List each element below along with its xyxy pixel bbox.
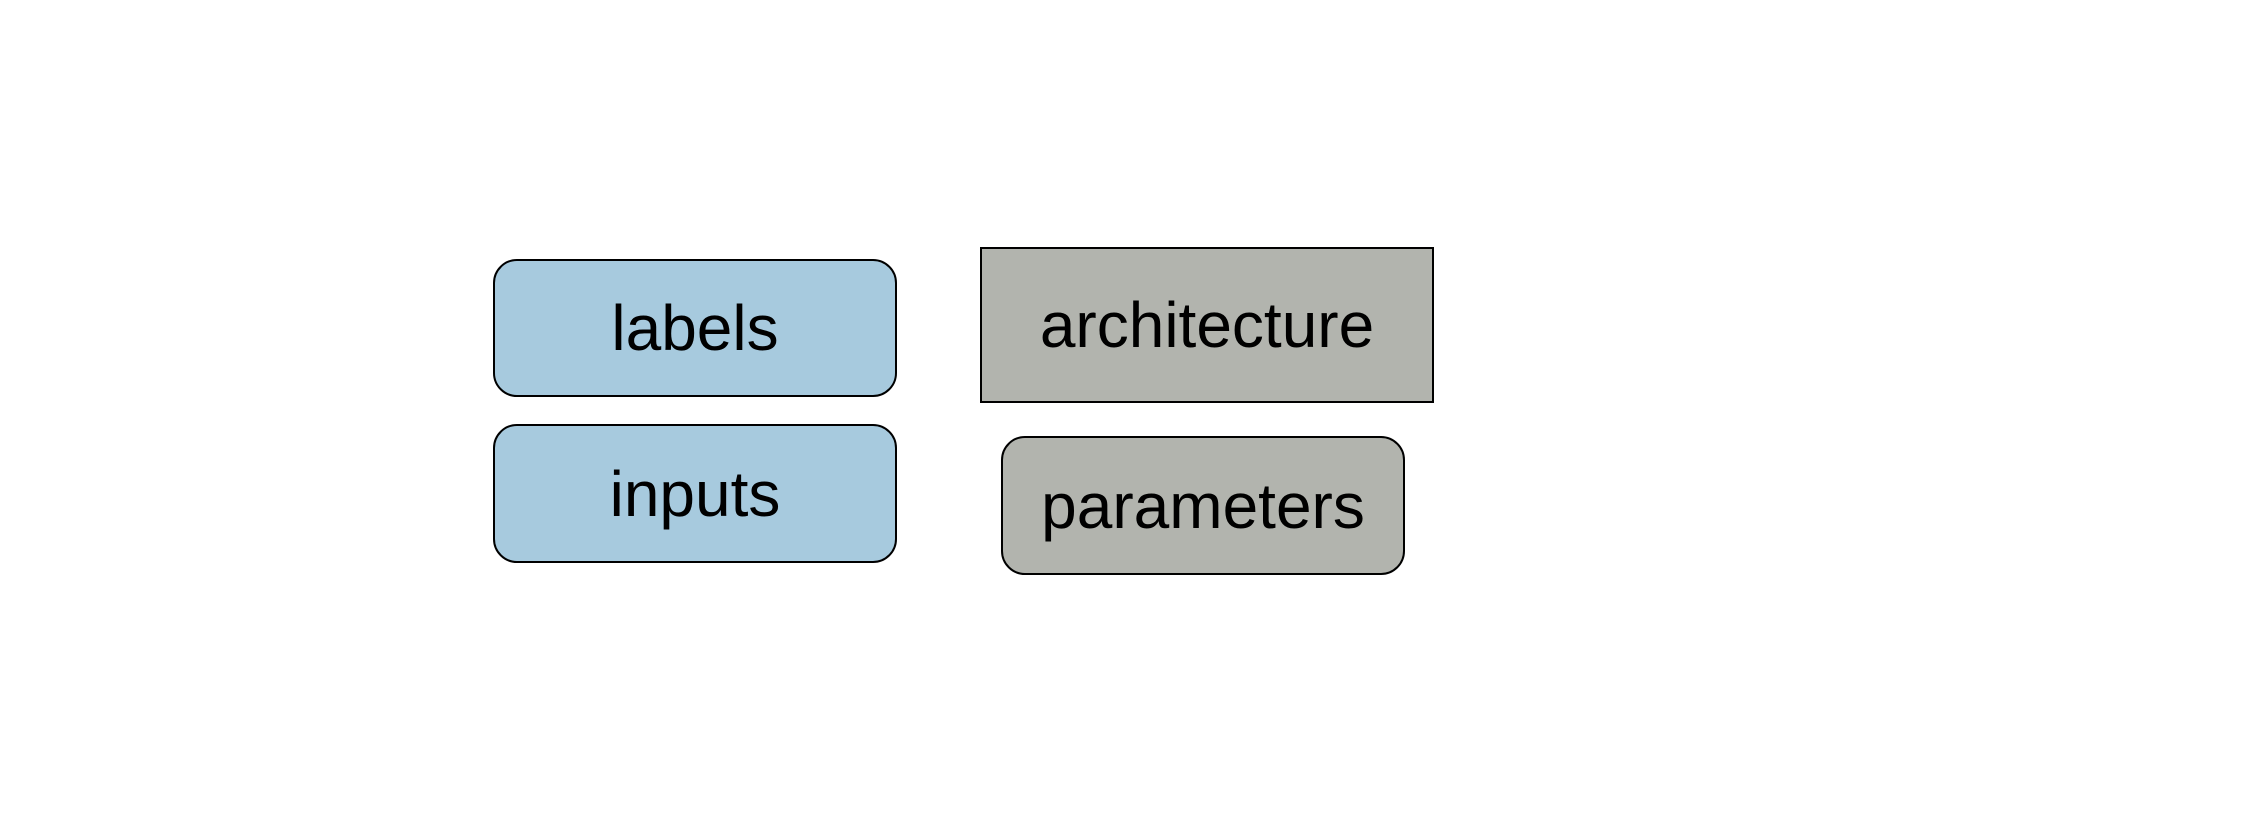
inputs-node-text: inputs [609,457,781,530]
labels-node: labels [493,259,897,397]
inputs-node: inputs [493,424,897,563]
architecture-node-text: architecture [1039,289,1375,361]
parameters-node: parameters [1001,436,1405,575]
architecture-node: architecture [980,247,1434,403]
labels-node-text: labels [611,292,779,364]
parameters-node-text: parameters [1041,469,1365,542]
